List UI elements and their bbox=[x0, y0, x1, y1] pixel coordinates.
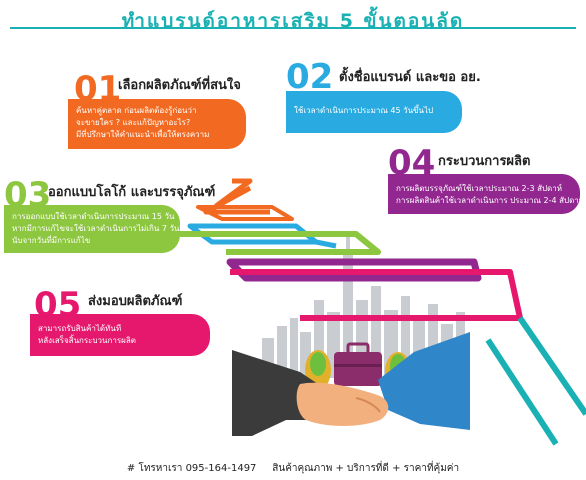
step-5-box: สามารถรับสินค้าได้ทันที หลังเสร็จสิ้นกระ… bbox=[30, 314, 210, 356]
step-4-line-1: การผลิตบรรจุภัณฑ์ใช้เวลาประมาณ 2-3 สัปดา… bbox=[396, 184, 563, 193]
handshake-icon bbox=[232, 332, 470, 436]
step-5-line-1: สามารถรับสินค้าได้ทันที bbox=[38, 324, 122, 333]
step-3-box: การออกแบบใช้เวลาดำเนินการประมาณ 15 วัน ห… bbox=[4, 205, 180, 253]
step-5-line-2: หลังเสร็จสิ้นกระบวนการผลิต bbox=[38, 336, 136, 345]
page-title: ทำแบรนด์อาหารเสริม 5 ขั้นตอนลัด bbox=[121, 10, 465, 32]
step-1-box: ค้นหาคู่ตลาด ก่อนผลิตต้องรู้ก่อนว่า จะขา… bbox=[68, 99, 246, 149]
step-2-box: ใช้เวลาดำเนินการประมาณ 45 วันขึ้นไป bbox=[286, 91, 462, 133]
step-2-heading: ตั้งชื่อแบรนด์ และขอ อย. bbox=[339, 70, 481, 85]
step-4-box: การผลิตบรรจุภัณฑ์ใช้เวลาประมาณ 2-3 สัปดา… bbox=[388, 174, 585, 214]
briefcase-icon bbox=[334, 342, 382, 386]
step-1-line-3: มีที่ปรึกษาให้คำแนะนำเพื่อให้ตรงความ bbox=[76, 130, 210, 139]
step-3-line-2: หากมีการแก้ไขจะใช้เวลาดำเนินการไม่เกิน 7… bbox=[12, 224, 180, 233]
step-3-line-3: นับจากวันที่มีการแก้ไข bbox=[12, 236, 91, 245]
step-3-heading: ออกแบบโลโก้ และบรรจุภัณฑ์ bbox=[48, 185, 216, 200]
step-4-heading: กระบวนการผลิต bbox=[438, 154, 531, 169]
step-2-number: 02 bbox=[286, 57, 334, 97]
title-underline bbox=[10, 27, 576, 29]
footer-contact: # โทรหาเรา 095-164-1497 สินค้าคุณภาพ + บ… bbox=[126, 463, 460, 474]
step-4-line-2: การผลิตสินค้าใช้เวลาดำเนินการ ประมาณ 2-4… bbox=[396, 196, 585, 205]
step-1-line-2: จะขายใคร ? และแก้ปัญหาอะไร? bbox=[76, 118, 191, 127]
step-1-line-1: ค้นหาคู่ตลาด ก่อนผลิตต้องรู้ก่อนว่า bbox=[76, 106, 197, 115]
step-2-line-1: ใช้เวลาดำเนินการประมาณ 45 วันขึ้นไป bbox=[294, 106, 434, 115]
step-3-line-1: การออกแบบใช้เวลาดำเนินการประมาณ 15 วัน bbox=[12, 212, 175, 221]
step-5-heading: ส่งมอบผลิตภัณฑ์ bbox=[88, 294, 183, 309]
step-1-heading: เลือกผลิตภัณฑ์ที่สนใจ bbox=[118, 78, 241, 93]
